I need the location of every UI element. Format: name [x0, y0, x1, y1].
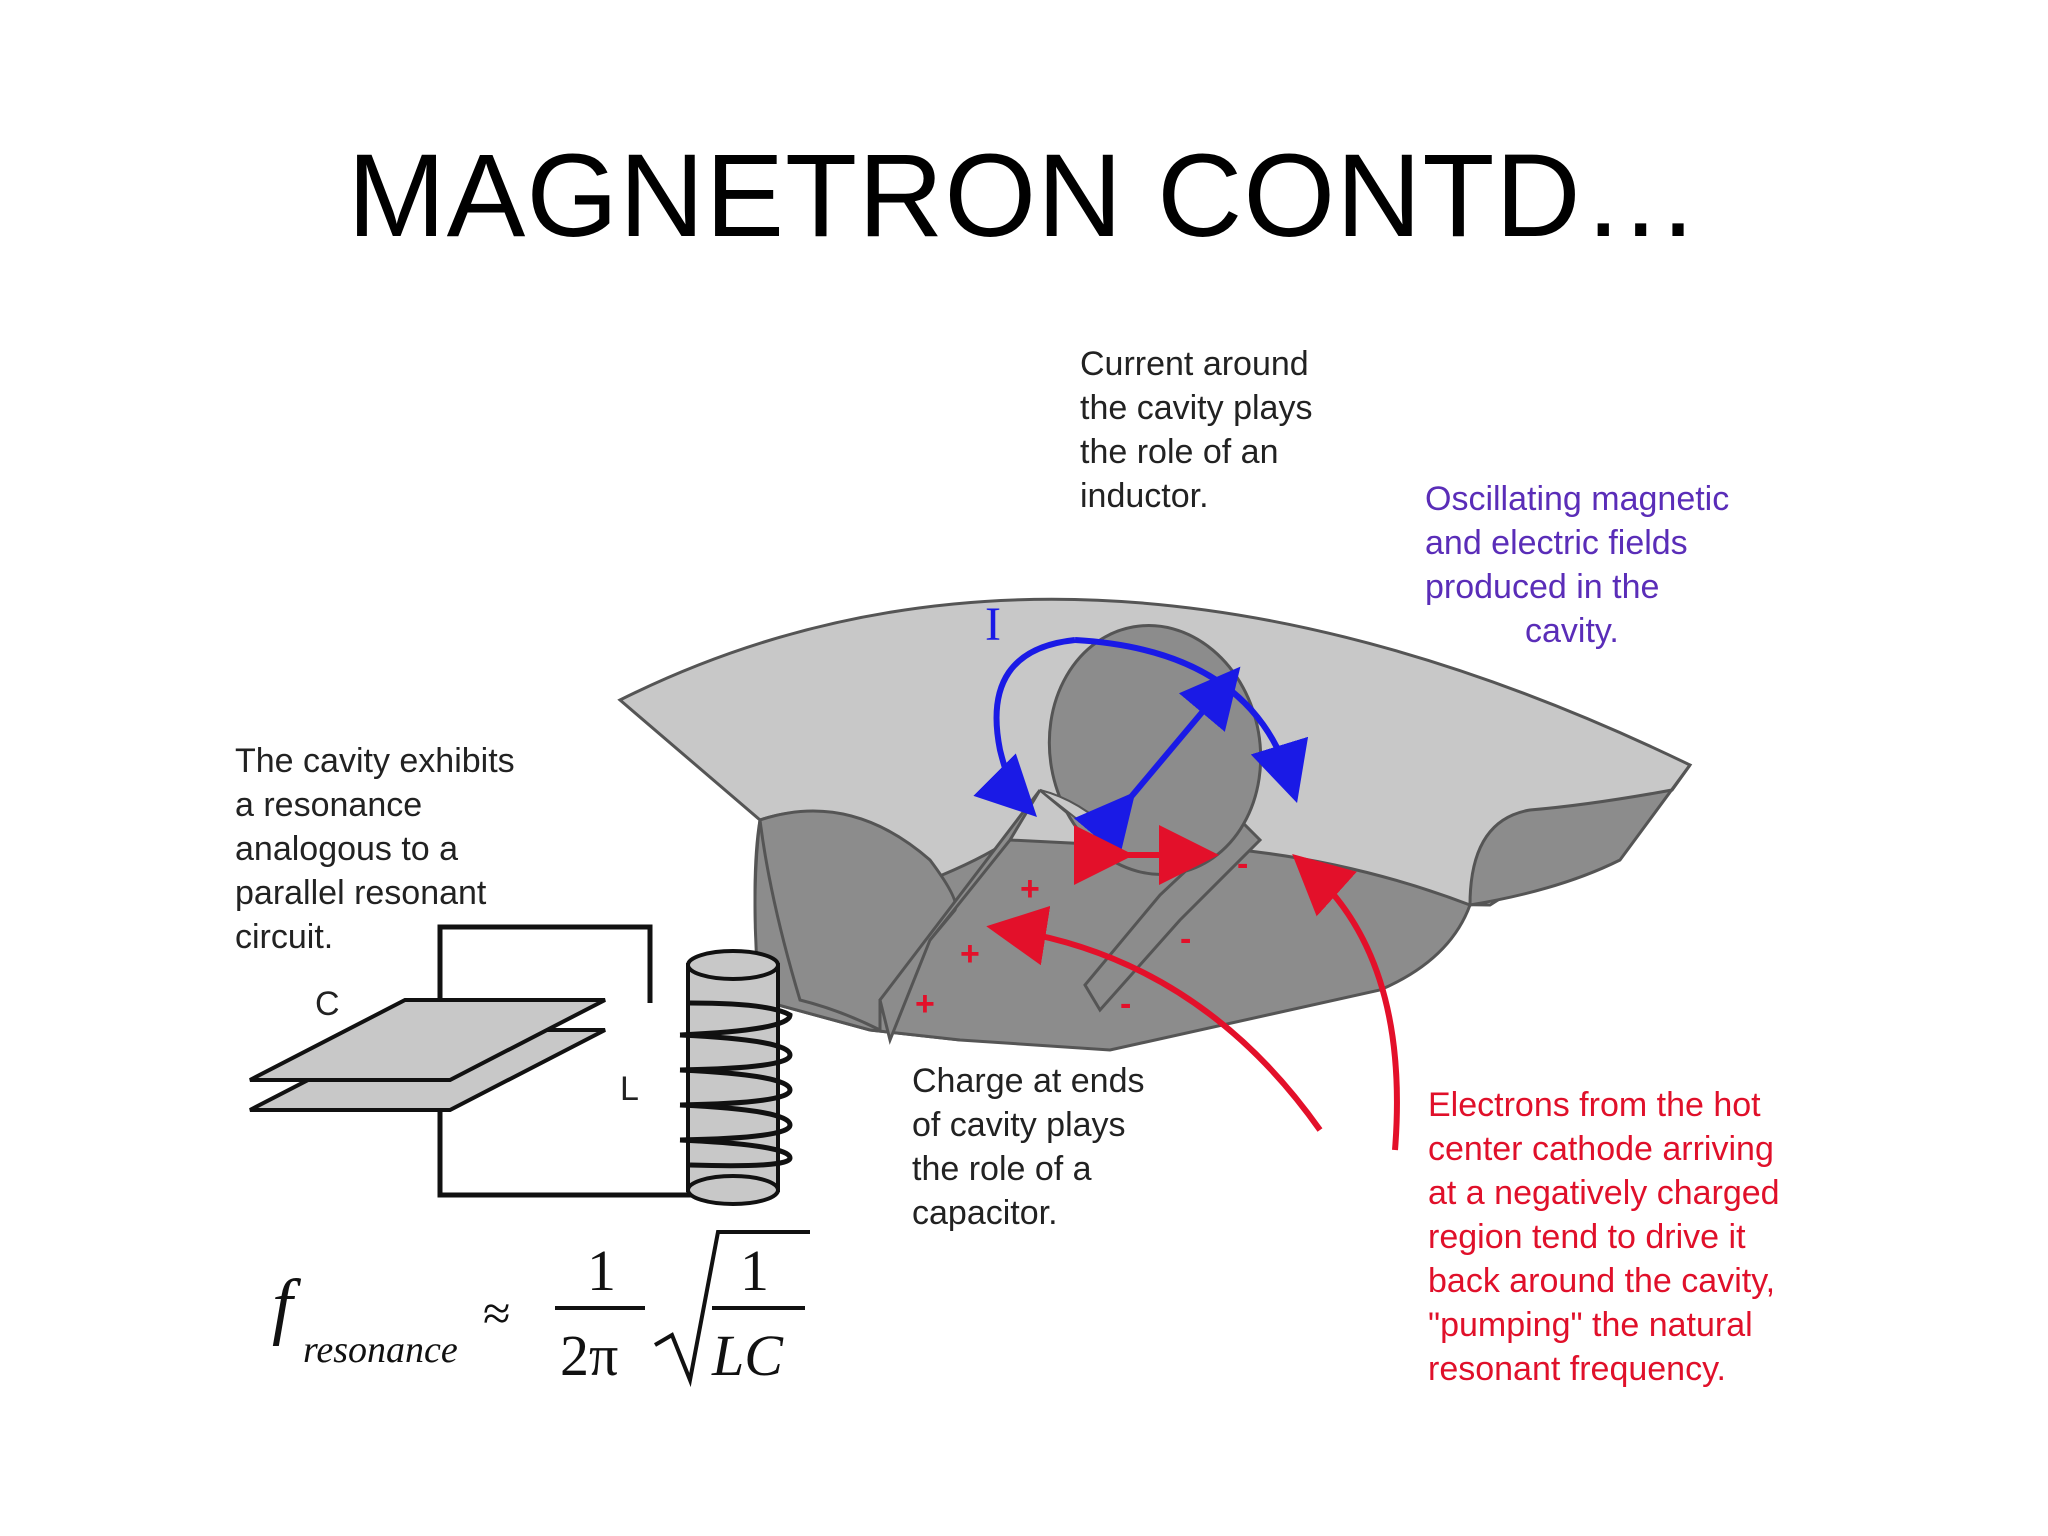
svg-text:of cavity plays: of cavity plays — [912, 1106, 1126, 1144]
label-inductor: Current around the cavity plays the role… — [1080, 345, 1312, 515]
formula-2pi: 2π — [560, 1323, 618, 1388]
plus-charge-2: + — [960, 935, 980, 973]
resonance-formula: f resonance ≈ 1 2π 1 LC — [272, 1230, 810, 1388]
current-arrow-left — [973, 637, 1076, 817]
svg-text:back around the cavity,: back around the cavity, — [1428, 1262, 1775, 1300]
svg-text:Charge at ends: Charge at ends — [912, 1062, 1145, 1100]
label-electrons: Electrons from the hot center cathode ar… — [1428, 1086, 1780, 1388]
slot-left-wall — [878, 789, 1042, 1045]
svg-text:and electric fields: and electric fields — [1425, 524, 1688, 562]
svg-text:The cavity exhibits: The cavity exhibits — [235, 742, 515, 780]
formula-f: f — [272, 1265, 302, 1347]
formula-lc: LC — [711, 1323, 784, 1388]
minus-charge-1: - — [1237, 845, 1248, 883]
svg-text:Oscillating magnetic: Oscillating magnetic — [1425, 480, 1729, 518]
minus-charge-3: - — [1120, 985, 1131, 1023]
svg-text:the role of an: the role of an — [1080, 433, 1278, 471]
formula-approx: ≈ — [483, 1285, 510, 1341]
electron-arrow-right — [1292, 853, 1400, 1151]
left-cavity — [758, 809, 958, 1033]
svg-text:resonant frequency.: resonant frequency. — [1428, 1350, 1726, 1388]
svg-text:the role of a: the role of a — [912, 1150, 1092, 1188]
formula-numerator-2: 1 — [740, 1238, 769, 1303]
svg-text:cavity.: cavity. — [1525, 612, 1619, 650]
svg-text:Current around: Current around — [1080, 345, 1309, 383]
slide-title: MAGNETRON CONTD… — [347, 130, 1701, 262]
svg-text:region tend to drive it: region tend to drive it — [1428, 1218, 1746, 1256]
inductor-coil — [679, 949, 793, 1206]
field-arrow — [1073, 666, 1241, 857]
svg-text:center cathode arriving: center cathode arriving — [1428, 1130, 1774, 1168]
svg-text:capacitor.: capacitor. — [912, 1194, 1058, 1232]
svg-text:parallel resonant: parallel resonant — [235, 874, 487, 912]
label-resonance: The cavity exhibits a resonance analogou… — [235, 742, 515, 956]
svg-text:Electrons from the hot: Electrons from the hot — [1428, 1086, 1761, 1124]
plus-charge-1: + — [1020, 870, 1040, 908]
plus-charge-3: + — [915, 985, 935, 1023]
electron-arrow-left — [986, 905, 1323, 1132]
label-capacitor: Charge at ends of cavity plays the role … — [912, 1062, 1145, 1232]
svg-text:the cavity plays: the cavity plays — [1080, 389, 1312, 427]
svg-text:circuit.: circuit. — [235, 918, 333, 956]
label-fields: Oscillating magnetic and electric fields… — [1425, 480, 1729, 650]
inductor-label: L — [620, 1070, 639, 1108]
formula-numerator-1: 1 — [587, 1238, 616, 1303]
formula-subscript: resonance — [303, 1329, 458, 1371]
svg-text:inductor.: inductor. — [1080, 477, 1209, 515]
lc-circuit: C L — [249, 924, 793, 1206]
svg-text:a resonance: a resonance — [235, 786, 422, 824]
capacitor-label: C — [315, 985, 340, 1023]
capacitor-plate-upper — [249, 998, 606, 1082]
current-symbol: I — [985, 598, 1001, 651]
svg-text:at a negatively charged: at a negatively charged — [1428, 1174, 1780, 1212]
right-cavity — [1468, 764, 1692, 907]
svg-text:analogous to a: analogous to a — [235, 830, 458, 868]
svg-text:"pumping" the natural: "pumping" the natural — [1428, 1306, 1753, 1344]
minus-charge-2: - — [1180, 920, 1191, 958]
svg-text:produced in the: produced in the — [1425, 568, 1659, 606]
